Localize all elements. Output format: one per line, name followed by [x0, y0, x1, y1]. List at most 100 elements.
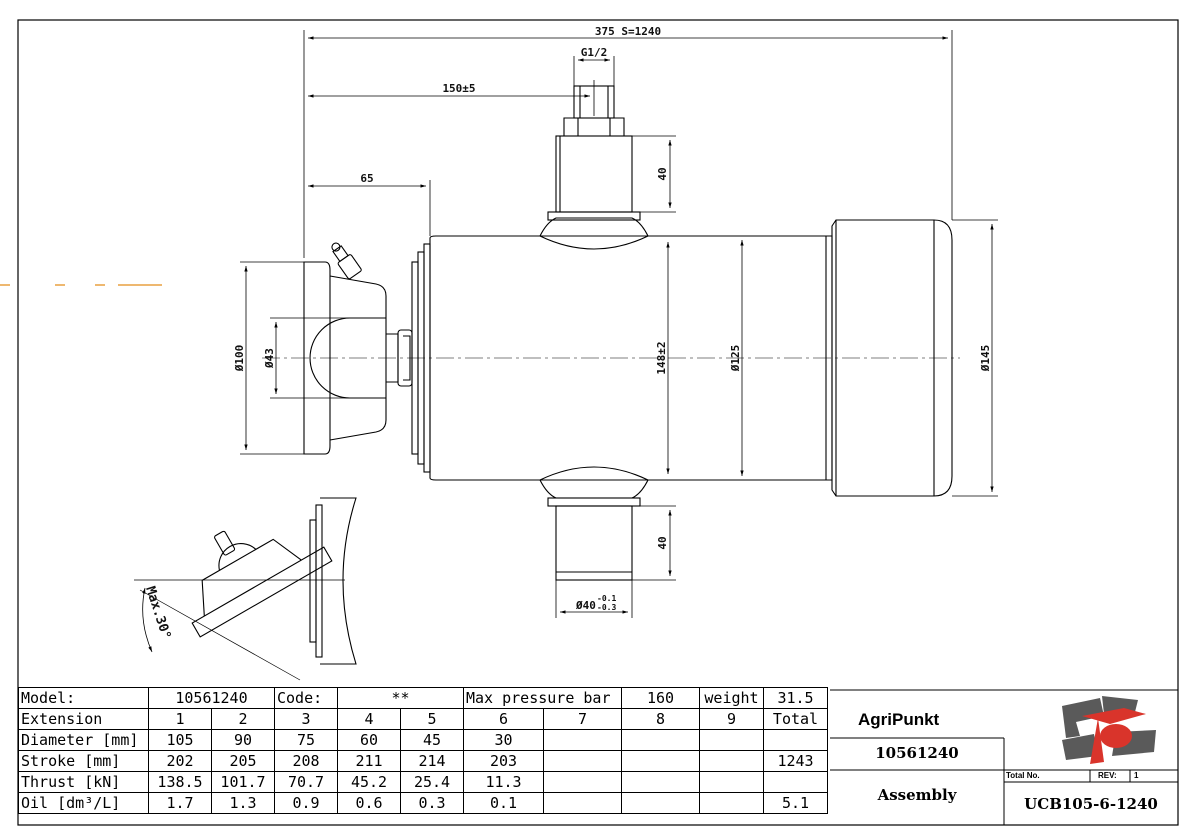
- table-cell: [543, 750, 622, 772]
- table-cell: 5: [400, 708, 464, 730]
- company-name: AgriPunkt: [858, 710, 940, 729]
- table-cell: [621, 792, 700, 814]
- table-cell: 0.1: [463, 792, 544, 814]
- weight-value: 31.5: [763, 687, 828, 709]
- spec-table: Model: 10561240 Code: ** Max pressure ba…: [18, 687, 828, 814]
- tilt-grease-nipple: [214, 530, 236, 556]
- row-label: Diameter [mm]: [18, 729, 149, 751]
- table-cell: [699, 729, 764, 751]
- pressure-value: 160: [621, 687, 700, 709]
- table-row: Diameter [mm] 105 90 75 60 45 30: [18, 729, 828, 751]
- table-cell: 8: [621, 708, 700, 730]
- dim-flange-dia: Ø100: [233, 345, 246, 373]
- table-cell: Total: [763, 708, 828, 730]
- table-cell: 7: [543, 708, 622, 730]
- table-cell: 25.4: [400, 771, 464, 793]
- row-label: Thrust [kN]: [18, 771, 149, 793]
- table-cell: 60: [337, 729, 401, 751]
- row-label: Oil [dm³/L]: [18, 792, 149, 814]
- grease-nipple: [331, 242, 362, 280]
- table-cell: [543, 771, 622, 793]
- table-cell: 205: [211, 750, 275, 772]
- dim-overall-length: 375 S=1240: [595, 25, 661, 38]
- table-cell: 1: [148, 708, 212, 730]
- bottom-trunnion-boss: [539, 479, 649, 499]
- table-row: Thrust [kN] 138.5 101.7 70.7 45.2 25.4 1…: [18, 771, 828, 793]
- table-cell: [763, 771, 828, 793]
- table-cell: [699, 792, 764, 814]
- table-cell: [621, 771, 700, 793]
- rev-label: REV:: [1098, 771, 1117, 780]
- pressure-label: Max pressure bar: [463, 687, 622, 709]
- table-cell: 0.9: [274, 792, 338, 814]
- table-cell: 75: [274, 729, 338, 751]
- table-cell: 208: [274, 750, 338, 772]
- dim-trunnion-span: 148±2: [655, 341, 668, 374]
- dim-barrel-dia: Ø125: [729, 345, 742, 373]
- table-cell: 5.1: [763, 792, 828, 814]
- table-row: Extension 1 2 3 4 5 6 7 8 9 Total: [18, 708, 828, 730]
- top-trunnion-pin: [555, 135, 633, 213]
- table-cell: [543, 729, 622, 751]
- title-block-lines: [830, 689, 1178, 825]
- table-cell: [699, 750, 764, 772]
- drawing-frame: [17, 19, 1179, 826]
- dim-pin-dia: Ø40: [575, 599, 596, 612]
- table-cell: 1.3: [211, 792, 275, 814]
- table-cell: [621, 750, 700, 772]
- bottom-trunnion-pin: [555, 505, 633, 581]
- table-cell: 3: [274, 708, 338, 730]
- code-label: Code:: [274, 687, 338, 709]
- base-flange: [303, 261, 331, 455]
- ball-housing: [329, 275, 387, 441]
- row-label: Extension: [18, 708, 149, 730]
- table-cell: 45.2: [337, 771, 401, 793]
- dimension-lines: [240, 30, 998, 618]
- table-cell: 105: [148, 729, 212, 751]
- table-cell: [543, 792, 622, 814]
- rev-value: 1: [1134, 771, 1139, 780]
- ball-joint: [309, 317, 351, 399]
- table-cell: 202: [148, 750, 212, 772]
- port-nut: [563, 117, 625, 137]
- model-label: Model:: [18, 687, 149, 709]
- table-cell: 0.6: [337, 792, 401, 814]
- table-cell: 70.7: [274, 771, 338, 793]
- drawing-title: Assembly: [877, 786, 957, 804]
- table-cell: 101.7: [211, 771, 275, 793]
- table-cell: 1.7: [148, 792, 212, 814]
- dim-tilt-angle: Max.30°: [142, 585, 173, 642]
- dim-port-thread: G1/2: [581, 46, 608, 59]
- table-cell: 214: [400, 750, 464, 772]
- cylinder-side-view: [303, 85, 953, 581]
- end-cap: [831, 219, 953, 497]
- table-cell: 9: [699, 708, 764, 730]
- dim-cap-dia: Ø145: [979, 345, 992, 373]
- table-cell: 90: [211, 729, 275, 751]
- table-cell: 4: [337, 708, 401, 730]
- table-row: Stroke [mm] 202 205 208 211 214 203 1243: [18, 750, 828, 772]
- table-cell: 2: [211, 708, 275, 730]
- table-cell: 6: [463, 708, 544, 730]
- part-code: UCB105-6-1240: [1024, 795, 1158, 813]
- dim-trunnion-height-top: 40: [656, 167, 669, 180]
- dim-pin-tol-upper: -0.1: [597, 594, 616, 603]
- model-value: 10561240: [148, 687, 275, 709]
- table-row: Oil [dm³/L] 1.7 1.3 0.9 0.6 0.3 0.1 5.1: [18, 792, 828, 814]
- row-label: Stroke [mm]: [18, 750, 149, 772]
- table-cell: 45: [400, 729, 464, 751]
- table-cell: 30: [463, 729, 544, 751]
- dim-pin-tol-lower: -0.3: [597, 603, 616, 612]
- top-trunnion-boss: [539, 217, 649, 237]
- company-logo-icon: [1062, 696, 1156, 764]
- dim-trunnion-height-bottom: 40: [656, 536, 669, 549]
- table-cell: [699, 771, 764, 793]
- table-row: Model: 10561240 Code: ** Max pressure ba…: [18, 687, 828, 709]
- dim-mount-offset: 65: [360, 172, 373, 185]
- dim-ball-dia: Ø43: [263, 348, 276, 369]
- code-value: **: [337, 687, 464, 709]
- total-no-label: Total No.: [1006, 771, 1040, 780]
- drawing-number: 10561240: [875, 744, 959, 762]
- table-cell: 138.5: [148, 771, 212, 793]
